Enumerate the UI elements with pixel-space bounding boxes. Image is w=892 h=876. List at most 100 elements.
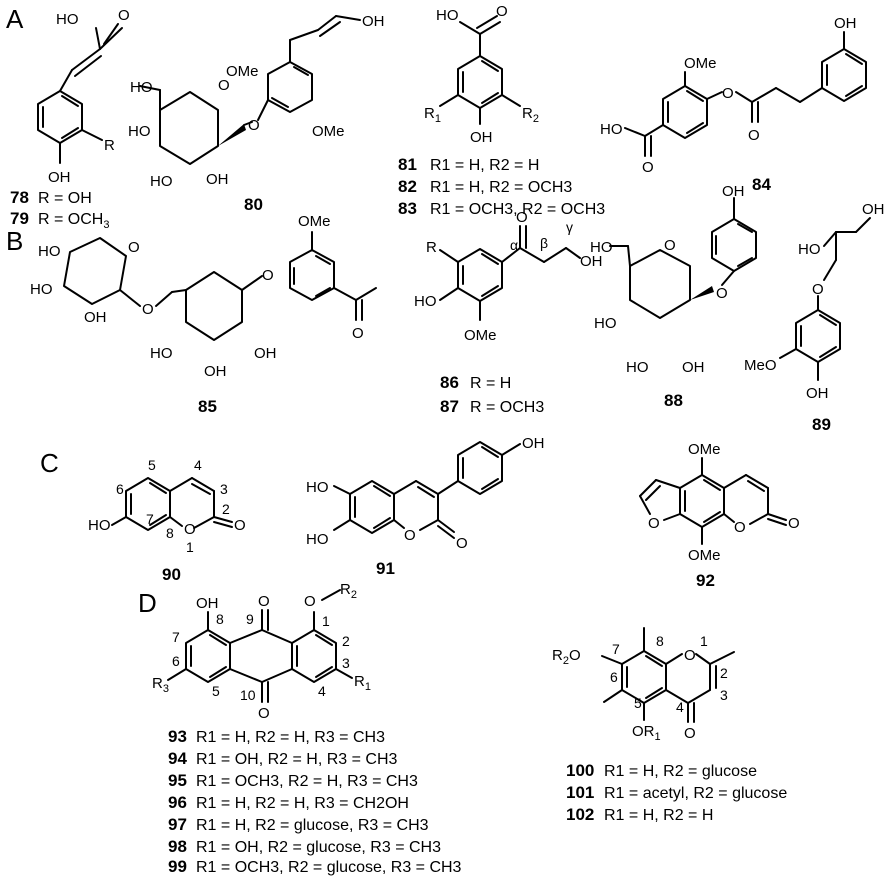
atom-o-93b: O	[304, 593, 316, 610]
atom-num-90-7: 7	[146, 511, 154, 527]
atom-r1-81: R1	[424, 105, 441, 125]
atom-ome-92a: OMe	[688, 441, 721, 458]
atom-num-90-1: 1	[186, 539, 194, 555]
atom-r-86: R	[426, 239, 437, 256]
structure-90	[111, 477, 233, 531]
atom-r2-81: R2	[522, 105, 539, 125]
atom-o-91b: O	[456, 535, 468, 552]
atom-o-link-80: O	[248, 117, 260, 134]
atom-num-90-6: 6	[116, 481, 124, 497]
atom-o-84c: O	[642, 159, 654, 176]
compound-id-86: 86	[440, 373, 459, 392]
atom-o-93a: O	[258, 593, 270, 610]
atom-ho-80b: HO	[128, 123, 151, 140]
atom-o-92c: O	[788, 515, 800, 532]
atom-ho-85b: HO	[30, 281, 53, 298]
compound-label-94: R1 = OH, R2 = H, R3 = CH3	[196, 751, 398, 768]
atom-num-100-7: 7	[612, 641, 620, 657]
compound-label-102: R1 = H, R2 = H	[604, 807, 713, 824]
structure-91	[333, 441, 521, 539]
atom-ho-90: HO	[88, 517, 111, 534]
compound-id-101: 101	[566, 783, 594, 802]
compound-label-100: R1 = H, R2 = glucose	[604, 763, 757, 780]
structure-78-79	[37, 23, 123, 164]
atom-o-85c: O	[352, 325, 364, 342]
atom-o-100b: O	[684, 725, 696, 742]
atom-o-92a: O	[648, 515, 660, 532]
atom-num-93-5: 5	[212, 683, 220, 699]
atom-r: R	[104, 137, 115, 154]
structure-92	[639, 457, 787, 545]
atom-num-100-8: 8	[656, 633, 664, 649]
atom-ho: HO	[56, 11, 79, 28]
atom-o-86: O	[516, 209, 528, 226]
atom-num-100-4: 4	[676, 699, 684, 715]
atom-ho-80c: HO	[150, 173, 173, 190]
atom-meo-89: MeO	[744, 357, 777, 374]
atom-ome-80b: OMe	[312, 123, 345, 140]
atom-o-link-85b: O	[262, 267, 274, 284]
atom-num-93-2: 2	[342, 633, 350, 649]
atom-ho-89: HO	[798, 241, 821, 258]
atom-o-link-85a: O	[142, 301, 154, 318]
structure-80	[139, 15, 361, 165]
atom-oh-80: OH	[206, 171, 229, 188]
compound-label-99: R1 = OCH3, R2 = glucose, R3 = CH3	[196, 859, 462, 876]
atom-oh-84: OH	[834, 15, 857, 32]
compound-label-86: R = H	[470, 375, 511, 392]
atom-oh-89a: OH	[862, 201, 885, 218]
atom-ho-88b: HO	[594, 315, 617, 332]
atom-oh-93: OH	[196, 595, 219, 612]
atom-num-93-8: 8	[216, 611, 224, 627]
atom-num-93-4: 4	[318, 683, 326, 699]
structure-88	[609, 197, 757, 319]
compound-id-94: 94	[168, 749, 187, 768]
atom-o-84b: O	[748, 127, 760, 144]
compound-id-78: 78	[10, 188, 29, 207]
atom-num-93-7: 7	[172, 629, 180, 645]
atom-ho-91a: HO	[306, 479, 329, 496]
compound-id-98: 98	[168, 837, 187, 856]
atom-num-100-1: 1	[700, 633, 708, 649]
atom-num-90-8: 8	[166, 525, 174, 541]
atom-ome-86: OMe	[464, 327, 497, 344]
atom-o-100a: O	[684, 647, 696, 664]
structure-84	[624, 31, 867, 157]
atom-ho-85a: HO	[38, 243, 61, 260]
compound-id-96: 96	[168, 793, 187, 812]
atom-ho-85c: HO	[150, 345, 173, 362]
atom-num-90-4: 4	[194, 457, 202, 473]
atom-ho-91b: HO	[306, 531, 329, 548]
compound-id-99: 99	[168, 857, 187, 876]
atom-num-93-6: 6	[172, 653, 180, 669]
atom-o-ring-88: O	[664, 237, 676, 254]
atom-ho-88c: HO	[626, 359, 649, 376]
greek-alpha: α	[510, 237, 518, 253]
atom-num-90-3: 3	[220, 481, 228, 497]
compound-id-93: 93	[168, 727, 187, 746]
atom-ome-92b: OMe	[688, 547, 721, 564]
structure-93-99	[167, 589, 353, 703]
atom-o-92b: O	[734, 519, 746, 536]
compound-id-84: 84	[752, 175, 771, 194]
atom-o-81: O	[496, 3, 508, 20]
atom-oh-86: OH	[580, 253, 603, 270]
structure-100-102	[601, 627, 735, 723]
structure-81-83	[439, 15, 521, 125]
atom-oh-81: OH	[470, 129, 493, 146]
atom-r2-93: R2	[340, 581, 357, 601]
compound-label-81: R1 = H, R2 = H	[430, 157, 539, 174]
compound-label-96: R1 = H, R2 = H, R3 = CH2OH	[196, 795, 409, 812]
atom-o-90b: O	[234, 517, 246, 534]
compound-label-83: R1 = OCH3, R2 = OCH3	[430, 201, 605, 218]
atom-ome-84: OMe	[684, 55, 717, 72]
panel-label-c: C	[40, 448, 59, 478]
compound-id-82: 82	[398, 177, 417, 196]
atom-oh-91: OH	[522, 435, 545, 452]
atom-r3-93: R3	[152, 675, 169, 695]
atom-num-93-9: 9	[246, 611, 254, 627]
atom-oh-88b: OH	[682, 359, 705, 376]
atom-o-90a: O	[184, 521, 196, 538]
atom-oh-85c: OH	[254, 345, 277, 362]
